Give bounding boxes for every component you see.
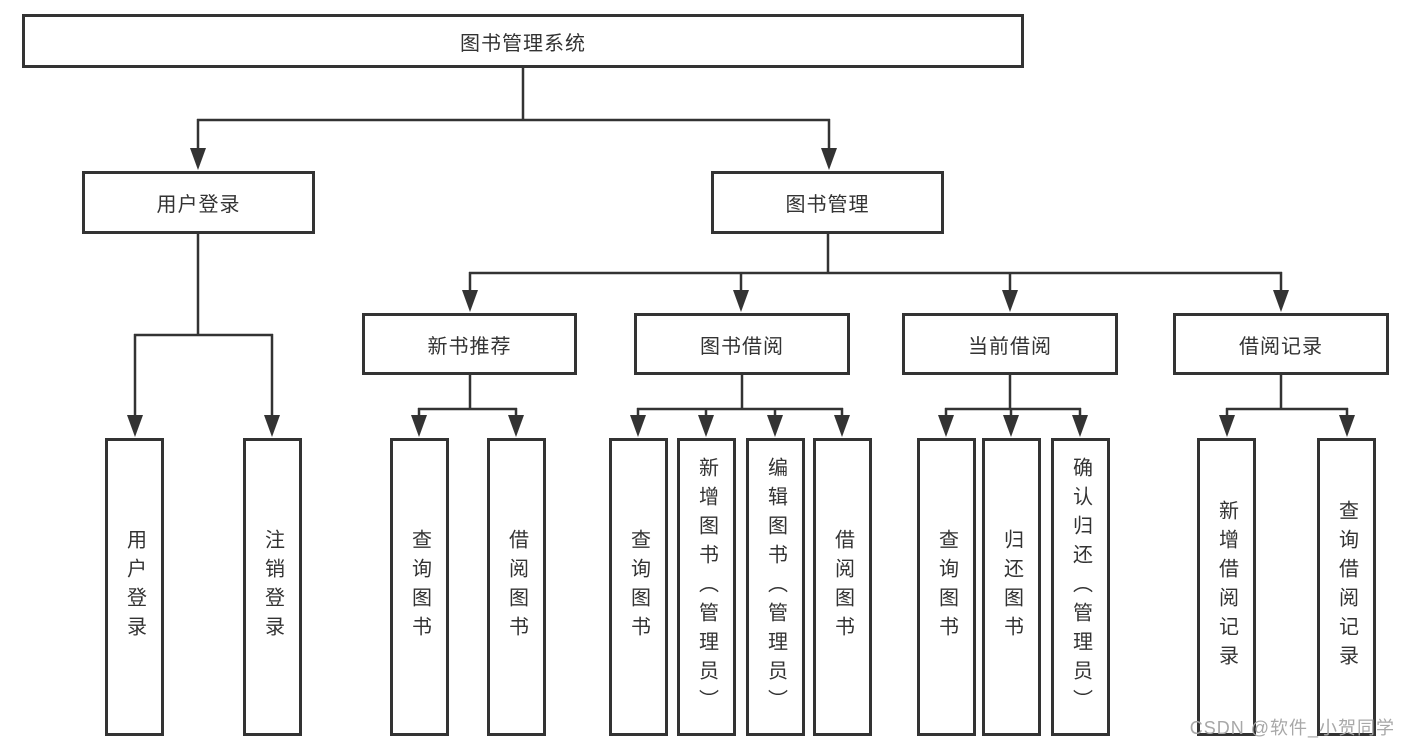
node-borrow-record: 借阅记录 <box>1173 313 1389 375</box>
node-leaf-query-book-1: 查询图书 <box>390 438 449 736</box>
node-book-borrow: 图书借阅 <box>634 313 850 375</box>
arrowhead-icon <box>1002 290 1018 312</box>
node-leaf-query-book-2: 查询图书 <box>609 438 668 736</box>
node-leaf-user-login-label: 用户登录 <box>123 529 146 645</box>
node-borrow-record-label: 借阅记录 <box>1239 335 1323 358</box>
node-leaf-borrow-book-1: 借阅图书 <box>487 438 546 736</box>
arrowheads <box>127 148 1355 437</box>
arrowhead-icon <box>1003 415 1019 437</box>
arrowhead-icon <box>411 415 427 437</box>
node-root: 图书管理系统 <box>22 14 1024 68</box>
arrowhead-icon <box>508 415 524 437</box>
node-book-management: 图书管理 <box>711 171 944 234</box>
arrowhead-icon <box>698 415 714 437</box>
node-current-borrow-label: 当前借阅 <box>968 335 1052 358</box>
node-leaf-query-book-3: 查询图书 <box>917 438 976 736</box>
connector-newbook-to-leaves <box>417 375 518 419</box>
arrowhead-icon <box>190 148 206 170</box>
arrowhead-icon <box>1219 415 1235 437</box>
node-leaf-borrow-book-2-label: 借阅图书 <box>831 529 854 645</box>
connector-userlogin-to-leaves <box>133 234 274 419</box>
arrowhead-icon <box>462 290 478 312</box>
node-leaf-borrow-book-1-label: 借阅图书 <box>505 529 528 645</box>
node-current-borrow: 当前借阅 <box>902 313 1118 375</box>
connector-bookmgmt-to-level3 <box>468 234 1283 293</box>
node-leaf-query-book-1-label: 查询图书 <box>408 529 431 645</box>
arrowhead-icon <box>1273 290 1289 312</box>
arrowhead-icon <box>1339 415 1355 437</box>
node-user-login: 用户登录 <box>82 171 315 234</box>
node-book-management-label: 图书管理 <box>785 194 870 216</box>
node-leaf-add-book-admin-label: 新增图书（管理员） <box>695 456 718 718</box>
node-leaf-logout-label: 注销登录 <box>261 529 284 645</box>
node-root-label: 图书管理系统 <box>460 32 586 55</box>
arrowhead-icon <box>938 415 954 437</box>
connector-root-to-level2 <box>196 67 831 152</box>
node-user-login-label: 用户登录 <box>156 194 241 216</box>
arrowhead-icon <box>127 415 143 437</box>
node-new-book-recommend-label: 新书推荐 <box>427 335 512 358</box>
node-leaf-query-borrow-record: 查询借阅记录 <box>1317 438 1376 736</box>
node-book-borrow-label: 图书借阅 <box>700 335 784 358</box>
node-leaf-user-login: 用户登录 <box>105 438 164 736</box>
node-new-book-recommend: 新书推荐 <box>362 313 577 375</box>
node-leaf-edit-book-admin-label: 编辑图书（管理员） <box>764 456 787 718</box>
arrowhead-icon <box>264 415 280 437</box>
node-leaf-add-borrow-record: 新增借阅记录 <box>1197 438 1256 736</box>
connector-borrowrecord-to-leaves <box>1225 375 1349 419</box>
node-leaf-add-borrow-record-label: 新增借阅记录 <box>1215 500 1238 674</box>
arrowhead-icon <box>767 415 783 437</box>
node-leaf-borrow-book-2: 借阅图书 <box>813 438 872 736</box>
node-leaf-query-book-2-label: 查询图书 <box>627 529 650 645</box>
connector-bookborrow-to-leaves <box>636 375 844 419</box>
node-leaf-edit-book-admin: 编辑图书（管理员） <box>746 438 805 736</box>
node-leaf-confirm-return-admin: 确认归还（管理员） <box>1051 438 1110 736</box>
arrowhead-icon <box>733 290 749 312</box>
node-leaf-query-book-3-label: 查询图书 <box>935 529 958 645</box>
node-leaf-return-book-label: 归还图书 <box>1000 529 1023 645</box>
node-leaf-query-borrow-record-label: 查询借阅记录 <box>1335 500 1358 674</box>
arrowhead-icon <box>1072 415 1088 437</box>
node-leaf-return-book: 归还图书 <box>982 438 1041 736</box>
node-leaf-logout: 注销登录 <box>243 438 302 736</box>
node-leaf-confirm-return-admin-label: 确认归还（管理员） <box>1069 456 1092 718</box>
arrowhead-icon <box>630 415 646 437</box>
node-leaf-add-book-admin: 新增图书（管理员） <box>677 438 736 736</box>
connector-currentborrow-to-leaves <box>944 375 1082 419</box>
arrowhead-icon <box>821 148 837 170</box>
arrowhead-icon <box>834 415 850 437</box>
csdn-watermark: CSDN @软件_小贺同学 <box>1189 718 1395 738</box>
